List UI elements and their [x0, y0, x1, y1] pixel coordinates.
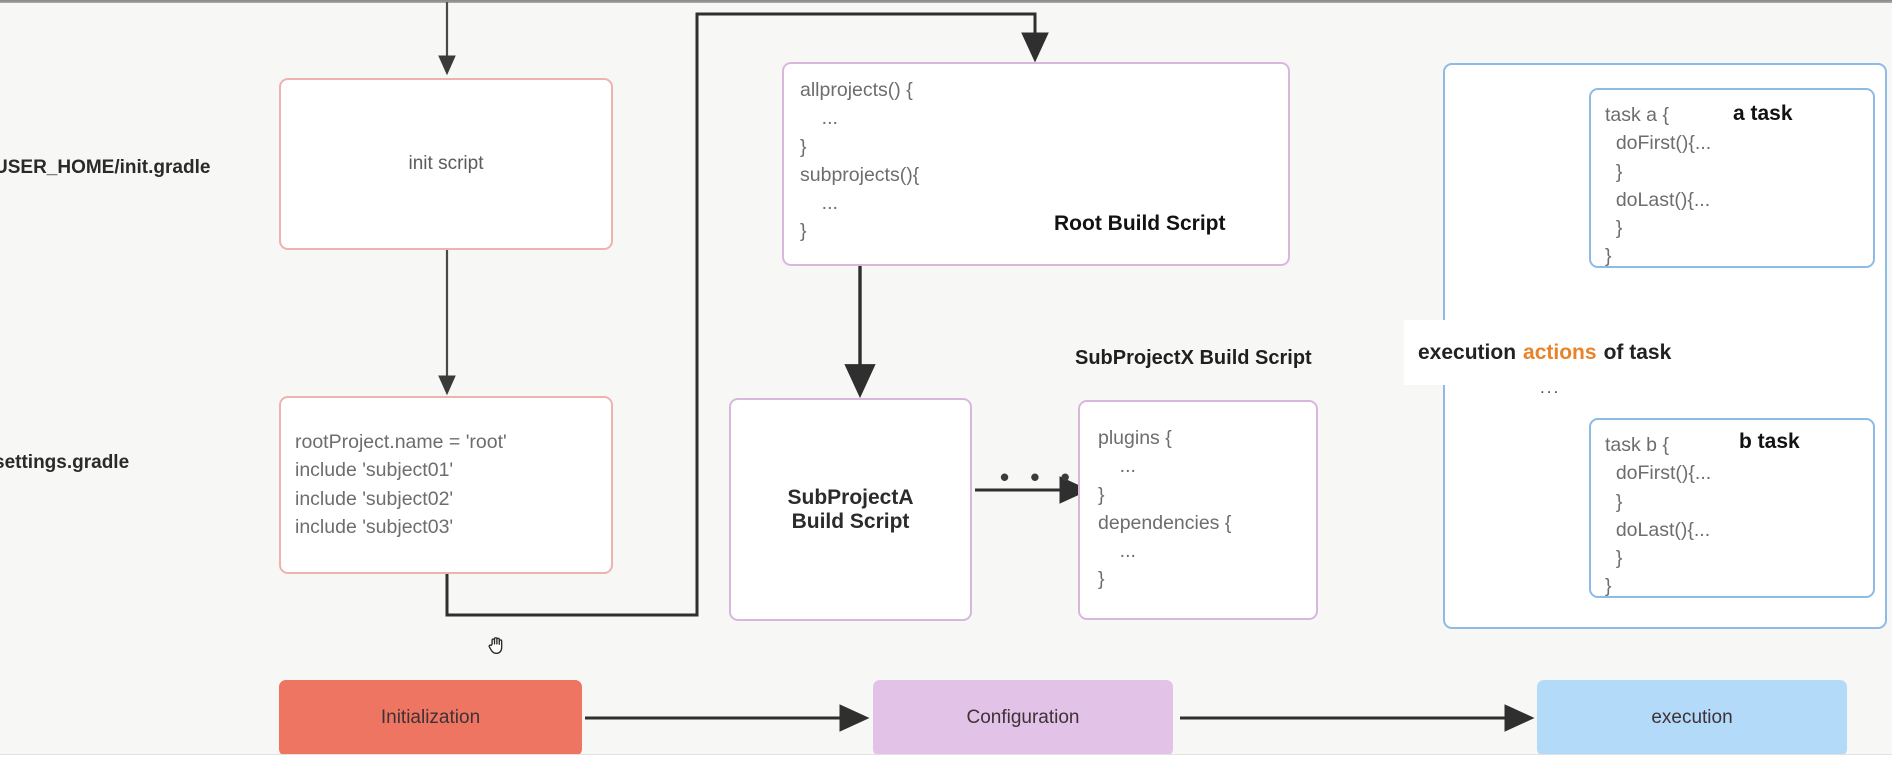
task-b-line-1: doFirst(){... — [1605, 462, 1712, 485]
subx-line-4: ... — [1098, 540, 1136, 563]
subx-line-3: dependencies { — [1098, 511, 1232, 534]
window-top-edge — [0, 0, 1892, 3]
task-b-code: task b { doFirst(){... } doLast(){... }} — [1605, 431, 1711, 601]
settings-line-1: include 'subject01' — [295, 459, 454, 482]
task-b-line-4: } — [1605, 547, 1623, 570]
subproject-x-title: SubProjectX Build Script — [1075, 347, 1312, 369]
settings-line-3: include 'subject03' — [295, 515, 454, 538]
task-b-line-5: } — [1605, 575, 1612, 598]
root-line-4: ... — [800, 192, 838, 215]
tooltip-accent: actions — [1523, 340, 1597, 364]
subproject-chain-dots: • • • — [1000, 462, 1077, 492]
subproject-x-code: plugins { ...} dependencies { ...} — [1098, 424, 1231, 594]
subproject-x-node[interactable]: plugins { ...} dependencies { ...} — [1078, 400, 1318, 620]
phase-initialization-label: Initialization — [380, 707, 481, 728]
task-a-line-0: task a { — [1605, 104, 1669, 126]
phase-initialization[interactable]: Initialization — [279, 680, 582, 756]
window-bottom-edge — [0, 754, 1892, 763]
task-a-line-2: } — [1605, 160, 1623, 183]
task-a-tag: a task — [1733, 102, 1793, 125]
root-build-script-code: allprojects() { ...} subprojects(){ ...} — [800, 76, 919, 246]
task-b-line-2: } — [1605, 490, 1623, 513]
task-a-line-1: doFirst(){... — [1605, 132, 1712, 155]
root-line-5: } — [800, 220, 807, 243]
settings-line-2: include 'subject02' — [295, 487, 454, 510]
subx-line-5: } — [1098, 568, 1105, 591]
grab-hand-icon — [488, 637, 503, 655]
root-line-2: } — [800, 135, 807, 158]
phase-configuration-label: Configuration — [966, 707, 1080, 728]
task-a-line-4: } — [1605, 217, 1623, 240]
task-b-line-0: task b { — [1605, 434, 1669, 456]
subx-line-1: ... — [1098, 455, 1136, 478]
task-a-code: task a { doFirst(){... } doLast(){... }} — [1605, 101, 1711, 271]
settings-gradle-label: settings.gradle — [0, 452, 130, 473]
root-build-script-node[interactable]: allprojects() { ...}subprojects(){ ...} … — [782, 62, 1290, 266]
tooltip-prefix: execution — [1418, 340, 1517, 364]
task-b-tag: b task — [1739, 430, 1800, 453]
task-b-node[interactable]: task b { doFirst(){... } doLast(){... }}… — [1589, 418, 1875, 598]
settings-gradle-code: rootProject.name = 'root' include 'subjec… — [295, 428, 507, 541]
init-script-label: init script — [408, 153, 484, 174]
grab-hand-cursor — [484, 632, 510, 658]
init-gradle-label: USER_HOME/init.gradle — [0, 157, 211, 178]
root-line-0: allprojects() { — [800, 79, 913, 101]
task-a-node[interactable]: task a { doFirst(){... } doLast(){... }}… — [1589, 88, 1875, 268]
task-b-line-3: doLast(){... — [1605, 518, 1711, 541]
phase-configuration[interactable]: Configuration — [873, 680, 1173, 756]
tooltip-suffix: of task — [1603, 340, 1672, 364]
subx-line-0: plugins { — [1098, 427, 1172, 449]
subproject-a-line2: Build Script — [791, 509, 910, 533]
task-a-line-5: } — [1605, 245, 1612, 268]
root-line-3: subprojects(){ — [800, 163, 920, 186]
phase-execution[interactable]: execution — [1537, 680, 1847, 756]
root-build-script-title: Root Build Script — [1054, 212, 1226, 235]
settings-gradle-node[interactable]: rootProject.name = 'root' include 'subjec… — [279, 396, 613, 574]
execution-actions-tooltip: execution actions of task — [1404, 320, 1732, 385]
root-line-1: ... — [800, 107, 838, 130]
settings-line-0: rootProject.name = 'root' — [295, 431, 507, 453]
subx-line-2: } — [1098, 483, 1105, 506]
subproject-a-line1: SubProjectA — [787, 485, 914, 509]
init-script-node[interactable]: init script — [279, 78, 613, 250]
task-a-line-3: doLast(){... — [1605, 188, 1711, 211]
phase-execution-label: execution — [1651, 707, 1733, 728]
